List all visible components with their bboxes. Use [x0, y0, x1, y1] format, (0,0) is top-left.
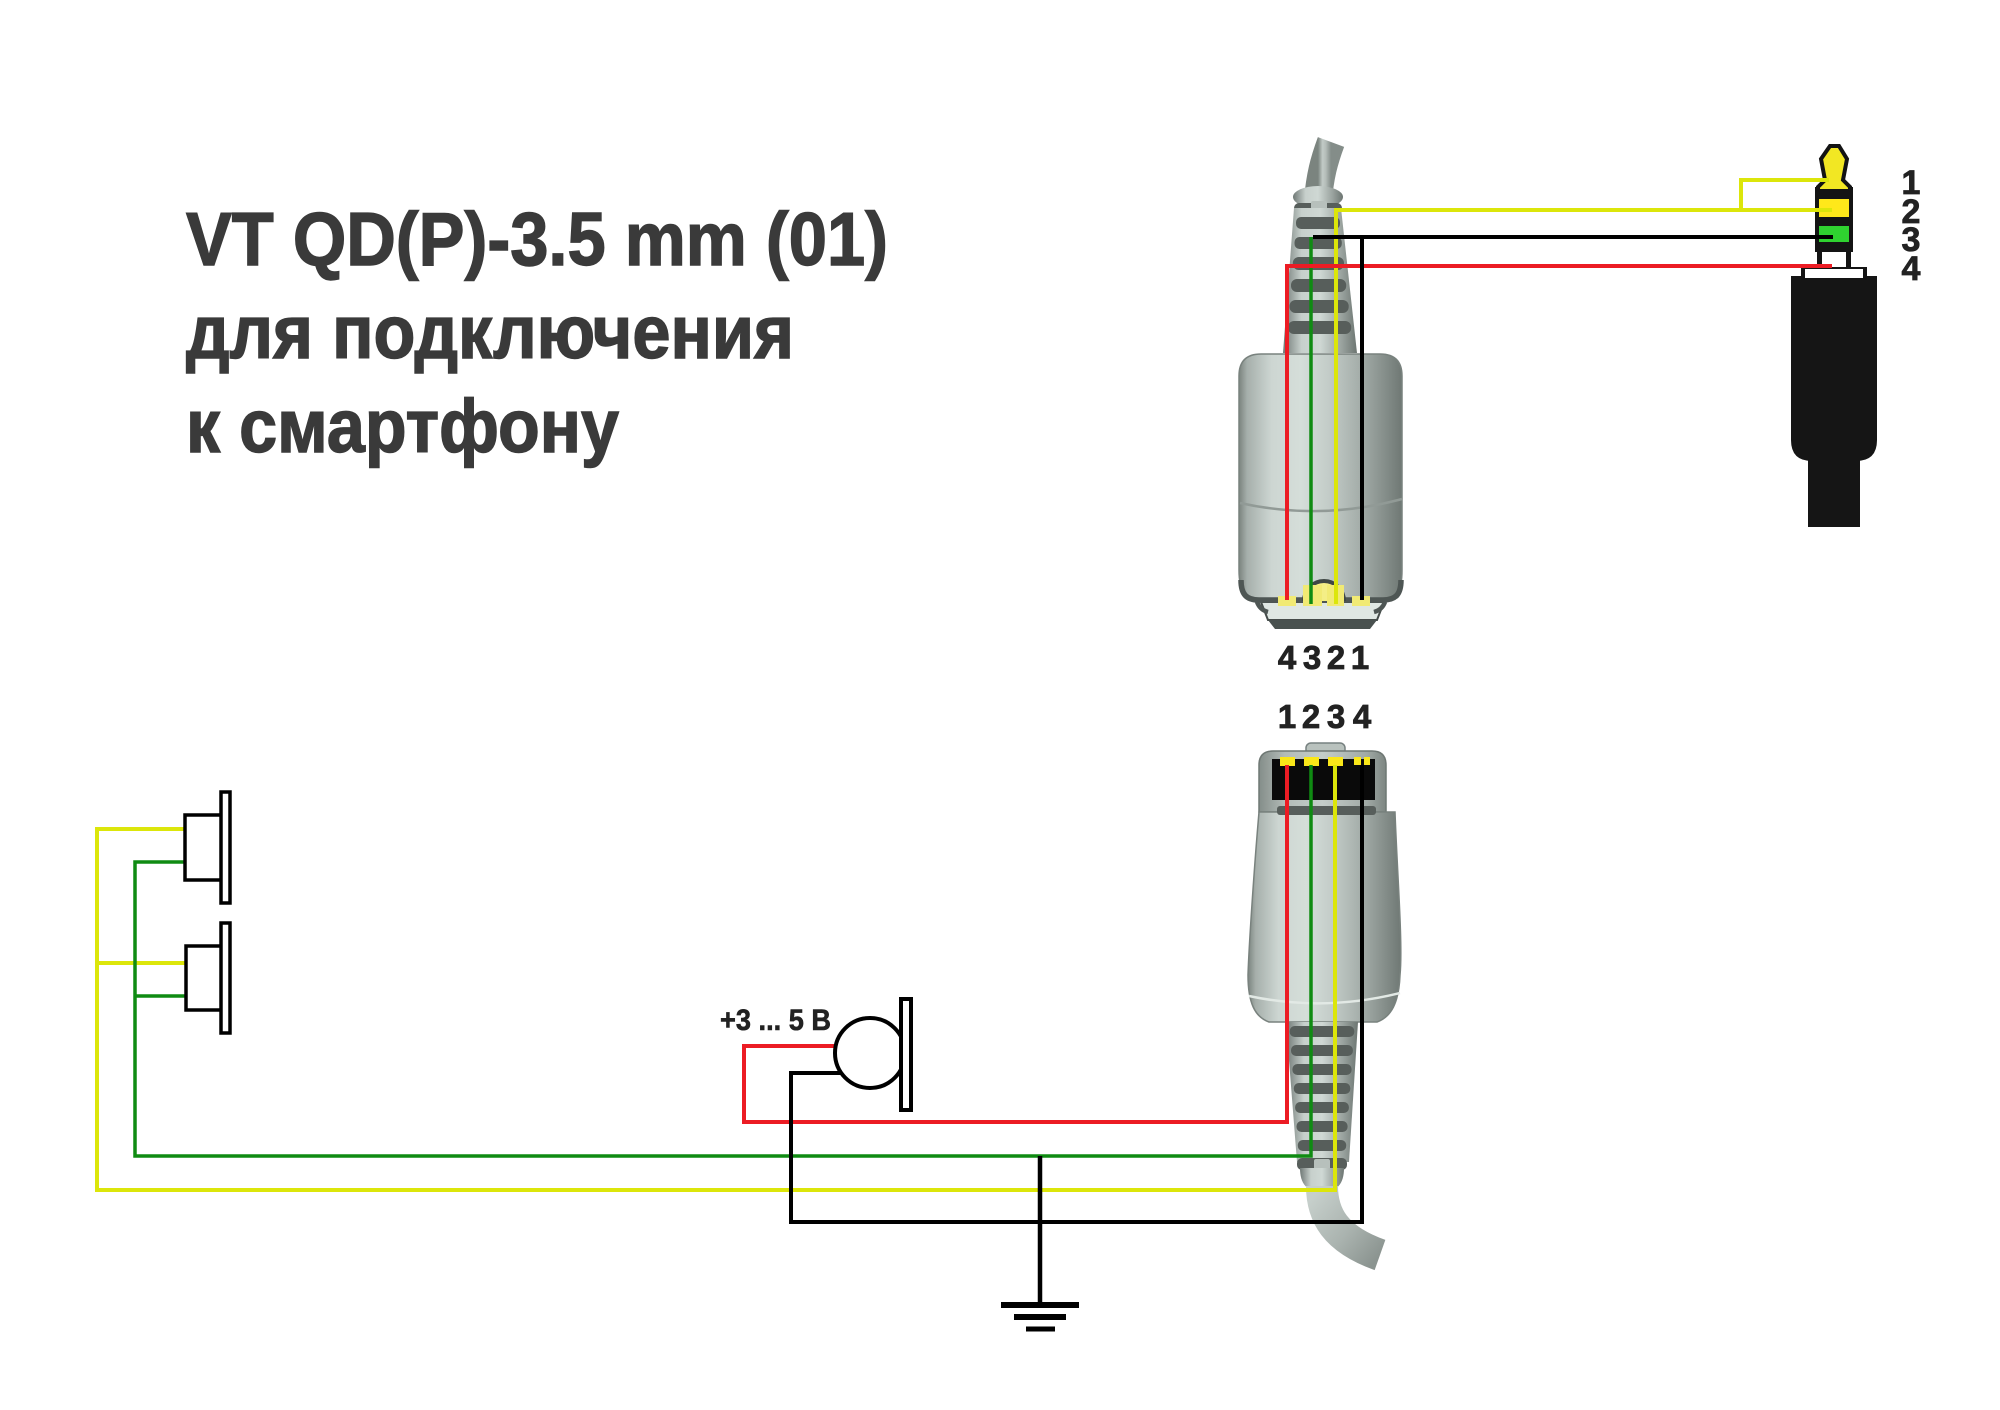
- svg-text:4: 4: [1353, 698, 1372, 735]
- svg-text:3: 3: [1303, 639, 1321, 676]
- svg-text:4: 4: [1278, 639, 1297, 676]
- svg-text:3: 3: [1327, 698, 1345, 735]
- svg-text:3: 3: [1902, 221, 1921, 259]
- svg-text:+3 ... 5 В: +3 ... 5 В: [720, 1004, 831, 1037]
- svg-text:4: 4: [1902, 250, 1921, 288]
- svg-text:2: 2: [1302, 698, 1320, 735]
- svg-text:VT QD(P)-3.5 mm (01): VT QD(P)-3.5 mm (01): [186, 197, 888, 281]
- svg-text:для подключения: для подключения: [186, 290, 794, 374]
- svg-text:к смартфону: к смартфону: [186, 384, 619, 468]
- svg-text:2: 2: [1902, 193, 1921, 231]
- svg-text:1: 1: [1278, 698, 1296, 735]
- svg-text:2: 2: [1327, 639, 1345, 676]
- svg-text:1: 1: [1902, 164, 1921, 202]
- svg-text:1: 1: [1351, 639, 1369, 676]
